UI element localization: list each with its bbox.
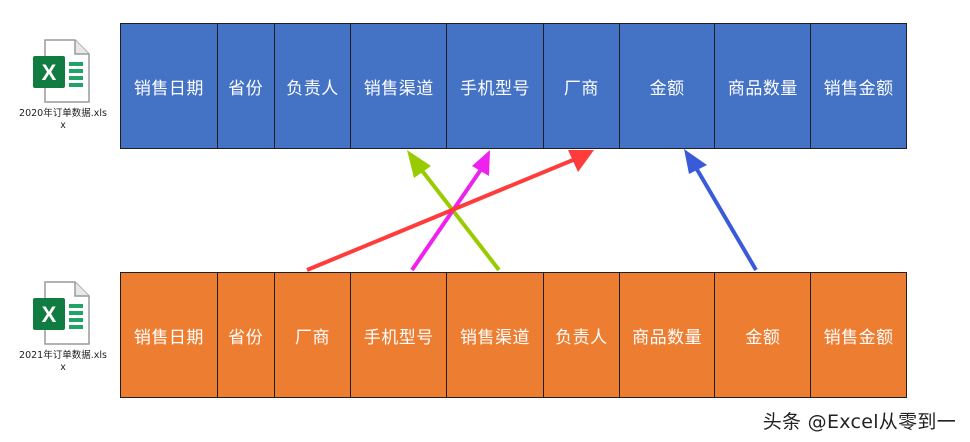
watermark: 头条 @Excel从零到一 <box>762 411 956 433</box>
header-row-2021: 销售日期 省份 厂商 手机型号 销售渠道 负责人 商品数量 金额 销售金额 <box>120 272 907 398</box>
header-cell: 销售渠道 <box>447 273 544 397</box>
header-cell: 厂商 <box>274 273 352 397</box>
arrow-magenta <box>410 150 490 272</box>
header-cell: 金额 <box>715 273 812 397</box>
header-row-2020: 销售日期 省份 负责人 销售渠道 手机型号 厂商 金额 商品数量 销售金额 <box>120 23 907 149</box>
header-cell: 负责人 <box>543 273 620 397</box>
header-cell: 厂商 <box>543 24 620 148</box>
header-cell: 省份 <box>217 273 275 397</box>
file-2021[interactable]: X 2021年订单数据.xlsx <box>18 280 108 374</box>
svg-text:X: X <box>42 60 57 85</box>
header-cell: 金额 <box>619 24 716 148</box>
arrow-red <box>306 150 594 272</box>
header-cell: 手机型号 <box>447 24 544 148</box>
header-cell: 手机型号 <box>351 273 448 397</box>
arrow-green <box>407 150 501 272</box>
header-cell: 销售日期 <box>121 24 218 148</box>
header-cell: 销售渠道 <box>351 24 448 148</box>
header-cell: 销售金额 <box>811 273 906 397</box>
excel-file-icon: X <box>33 39 90 103</box>
file-2020[interactable]: X 2020年订单数据.xlsx <box>18 38 108 132</box>
header-cell: 负责人 <box>274 24 352 148</box>
svg-text:X: X <box>42 302 57 327</box>
header-cell: 省份 <box>217 24 275 148</box>
file-name: 2021年订单数据.xlsx <box>19 350 107 373</box>
header-cell: 销售日期 <box>121 273 218 397</box>
file-name: 2020年订单数据.xlsx <box>19 108 107 131</box>
header-cell: 销售金额 <box>811 24 906 148</box>
arrow-blue <box>684 149 758 272</box>
header-cell: 商品数量 <box>715 24 812 148</box>
excel-file-icon: X <box>33 281 90 345</box>
header-cell: 商品数量 <box>619 273 716 397</box>
